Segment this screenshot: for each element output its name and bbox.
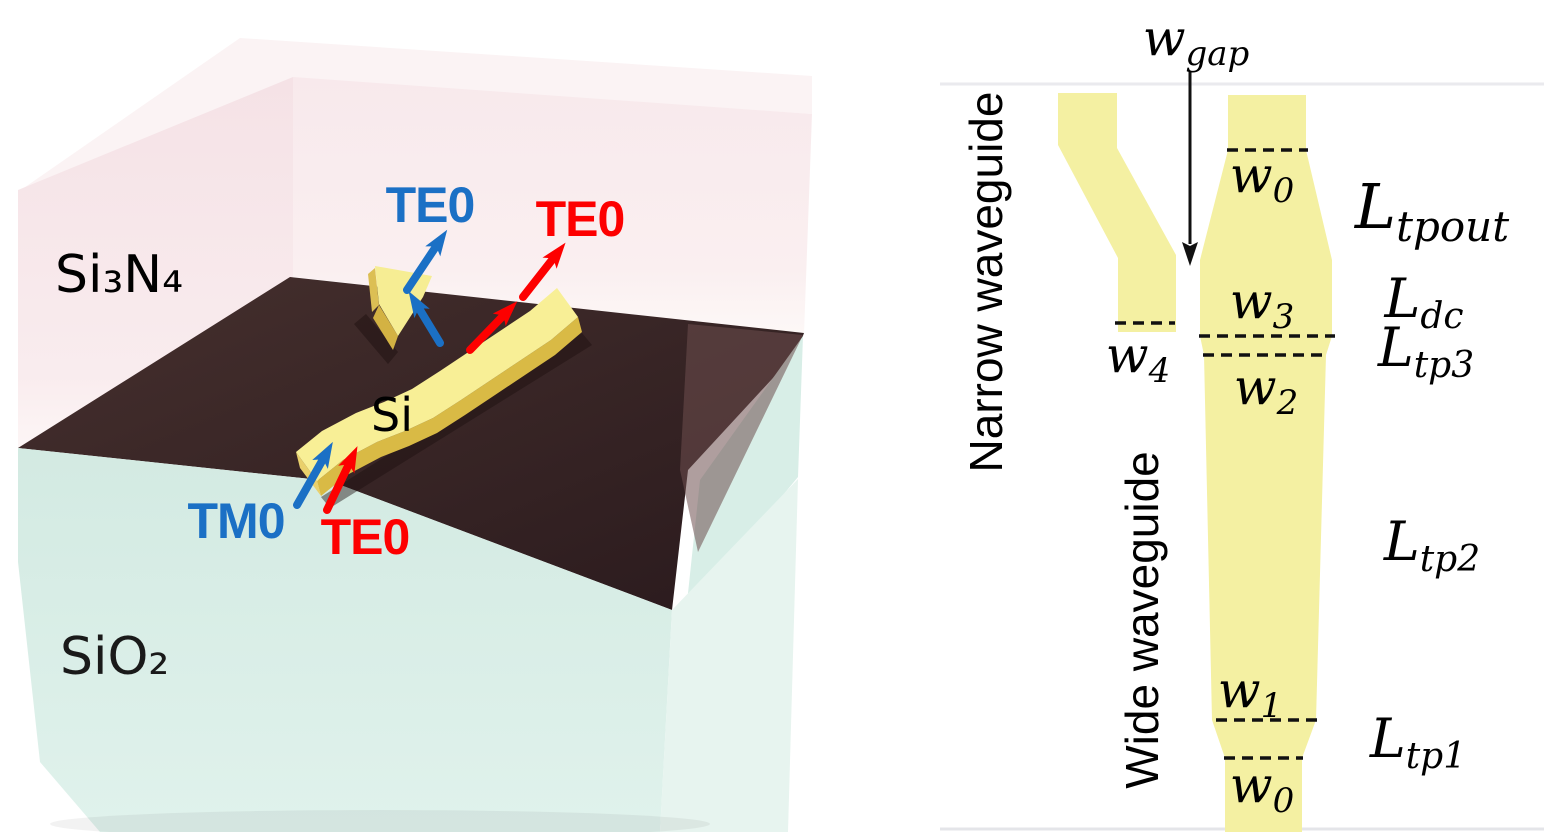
sio2-front-face <box>18 448 672 832</box>
bus-waveguide-shadow <box>321 333 592 508</box>
wide-waveguide-title: Wide waveguide <box>1116 451 1168 789</box>
tm0-input-label: TM0 <box>188 493 285 549</box>
w0-bottom-label: w0 <box>1230 756 1294 821</box>
sio2-right-face <box>660 479 798 832</box>
ltp2-label: Ltp2 <box>1383 510 1480 580</box>
bus-waveguide-top <box>296 288 578 481</box>
w1-label: w1 <box>1218 661 1282 726</box>
sio2-floor-overlap <box>680 324 803 552</box>
sio2-label: SiO₂ <box>60 627 169 687</box>
bus-waveguide-sideface <box>317 317 582 496</box>
te0-blue-output-label: TE0 <box>386 177 475 233</box>
w3-label: w3 <box>1230 272 1294 337</box>
left-3d-panel: Si₃N₄ SiO₂ Si TE0 TE0 TM0 TE0 <box>18 38 812 832</box>
w2-label: w2 <box>1234 358 1298 423</box>
te0-coupled-arrow <box>408 291 444 347</box>
branch-waveguide-top <box>375 266 432 336</box>
wide-waveguide-shape <box>1200 95 1332 832</box>
te0-coupled-output-arrow <box>403 229 448 294</box>
ldc-label: Ldc <box>1383 267 1463 337</box>
right-layout-panel: Narrow waveguide Wide waveguide wgap w0 … <box>940 9 1544 832</box>
si3n4-label: Si₃N₄ <box>55 245 183 305</box>
narrow-waveguide-shape <box>1058 93 1176 332</box>
te0-red-input-label: TE0 <box>321 509 410 565</box>
branch-waveguide-side <box>368 268 379 312</box>
bus-waveguide-endcap <box>296 452 321 496</box>
branch-waveguide-shadow <box>354 314 398 364</box>
box-shadow <box>50 810 710 832</box>
w0-top-label: w0 <box>1230 146 1294 211</box>
si3n4-left-wall <box>18 77 293 450</box>
si3n4-top-face <box>18 38 812 192</box>
ltpout-label: Ltpout <box>1354 170 1509 251</box>
ltp3-label: Ltp3 <box>1377 316 1474 386</box>
w4-label: w4 <box>1106 326 1170 391</box>
wgap-label: wgap <box>1143 9 1250 74</box>
te0-red-output-label: TE0 <box>536 191 625 247</box>
ltp1-label: Ltp1 <box>1369 707 1466 777</box>
tm0-input-arrow <box>293 441 333 509</box>
branch-waveguide-front <box>373 305 398 350</box>
te0-through-output-arrow <box>519 242 566 301</box>
te0-through-arrow <box>466 301 518 354</box>
te0-input-arrow <box>323 446 358 514</box>
narrow-waveguide-title: Narrow waveguide <box>960 92 1012 473</box>
sio2-top-right-wedge <box>686 336 803 612</box>
si-core-label: Si <box>371 388 413 442</box>
